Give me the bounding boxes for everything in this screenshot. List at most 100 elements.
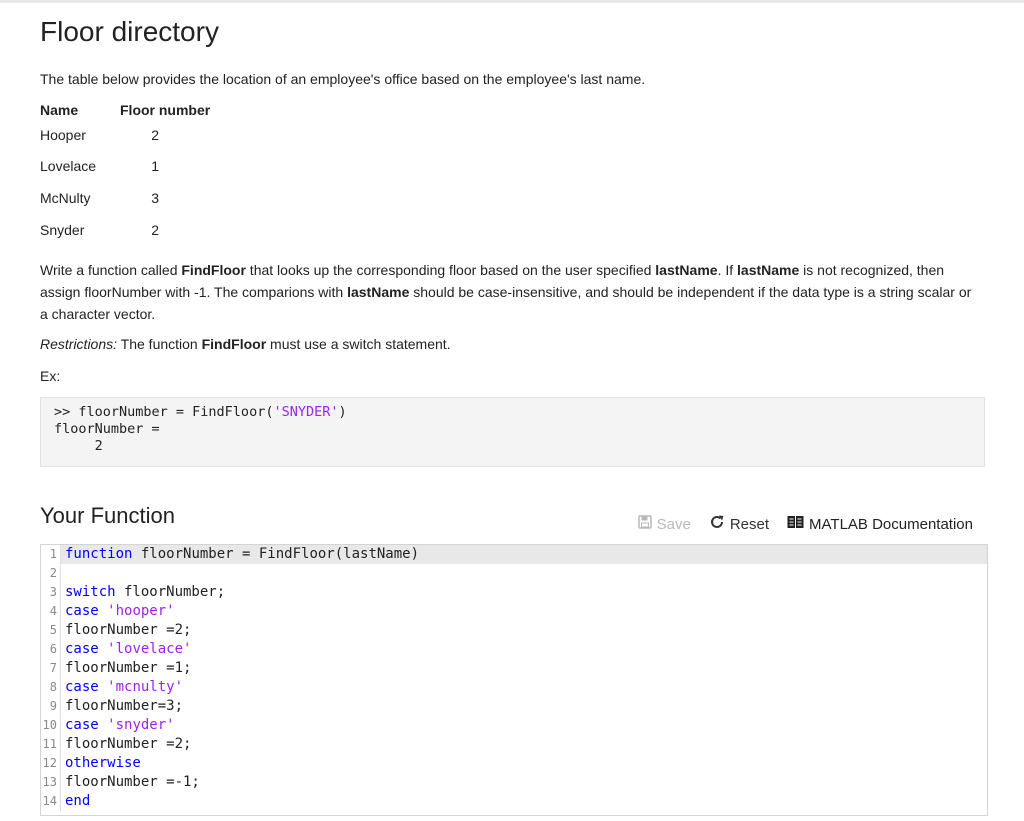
line-number: 12	[41, 754, 61, 773]
task-description: Write a function called FindFloor that l…	[40, 259, 975, 325]
floor-directory-table: Name Floor number Hooper 2 Lovelace 1 Mc…	[40, 101, 210, 245]
code-plain	[99, 717, 107, 733]
save-icon	[637, 515, 657, 533]
cell-name: Hooper	[40, 126, 86, 143]
line-number: 6	[41, 640, 61, 659]
code-plain: floorNumber=3;	[65, 698, 184, 714]
code-keyword: switch	[65, 584, 116, 600]
desc-bold: lastName	[347, 284, 410, 300]
line-number: 9	[41, 697, 61, 716]
reset-icon	[709, 514, 730, 534]
code-string: 'lovelace'	[107, 641, 192, 657]
code-text[interactable]: floorNumber =2;	[61, 735, 191, 754]
reset-button[interactable]: Reset	[709, 514, 769, 534]
example-output-value: 2	[54, 438, 103, 454]
example-code: >> floorNumber = FindFloor(	[54, 404, 274, 420]
documentation-icon	[787, 515, 809, 533]
code-plain: floorNumber =2;	[65, 736, 192, 752]
line-number: 3	[41, 583, 61, 602]
code-keyword: case	[65, 603, 99, 619]
code-plain	[99, 603, 107, 619]
code-text[interactable]: end	[61, 792, 90, 811]
problem-content: Floor directory The table below provides…	[40, 14, 988, 816]
desc-bold: lastName	[655, 262, 718, 278]
line-number: 10	[41, 716, 61, 735]
example-label: Ex:	[40, 368, 61, 384]
line-number: 5	[41, 621, 61, 640]
code-text[interactable]: otherwise	[61, 754, 141, 773]
cell-floor: 1	[151, 158, 160, 175]
code-string: 'mcnulty'	[107, 679, 184, 695]
column-header-name: Name	[40, 102, 79, 118]
matlab-documentation-link[interactable]: MATLAB Documentation	[787, 515, 973, 533]
your-function-title: Your Function	[40, 503, 175, 528]
code-text[interactable]: case 'mcnulty'	[61, 678, 183, 697]
code-text[interactable]: switch floorNumber;	[61, 583, 225, 602]
table-row: Lovelace 1	[40, 151, 210, 183]
code-text[interactable]	[61, 564, 65, 583]
code-text[interactable]: case 'snyder'	[61, 716, 175, 735]
desc-text: is not recognized, then assign floorNumb…	[40, 262, 945, 300]
line-number: 8	[41, 678, 61, 697]
save-button[interactable]: Save	[637, 515, 691, 533]
code-text[interactable]: case 'lovelace'	[61, 640, 191, 659]
restrictions-text: Restrictions: The function FindFloor mus…	[40, 335, 451, 353]
restrictions-text-part: The function	[117, 336, 202, 352]
code-plain: floorNumber =-1;	[65, 774, 200, 790]
cell-floor: 2	[151, 126, 160, 143]
editor-line[interactable]: 2	[41, 564, 987, 583]
restrictions-bold: FindFloor	[201, 336, 267, 352]
restrictions-label: Restrictions:	[40, 336, 118, 352]
top-divider	[0, 0, 1024, 3]
editor-toolbar: Save Reset MATLAB Documentation	[620, 514, 973, 534]
line-number: 14	[41, 792, 61, 811]
code-keyword: case	[65, 641, 99, 657]
code-text[interactable]: floorNumber =2;	[61, 621, 191, 640]
desc-bold: FindFloor	[181, 262, 246, 278]
table-row: Hooper 2	[40, 119, 210, 151]
example-code-block: >> floorNumber = FindFloor('SNYDER') flo…	[40, 397, 985, 467]
cell-name: Snyder	[40, 221, 85, 238]
cell-name: McNulty	[40, 189, 91, 206]
code-string: 'snyder'	[107, 717, 175, 733]
cell-floor: 2	[151, 221, 160, 238]
example-code: )	[338, 404, 347, 420]
code-plain	[99, 679, 107, 695]
table-row: Snyder 2	[40, 214, 210, 246]
column-header-floor: Floor number	[120, 102, 211, 118]
intro-text: The table below provides the location of…	[40, 71, 646, 87]
code-text[interactable]: floorNumber=3;	[61, 697, 183, 716]
line-number: 1	[41, 545, 61, 564]
code-plain: floorNumber =2;	[65, 622, 192, 638]
line-number: 11	[41, 735, 61, 754]
code-keyword: case	[65, 717, 99, 733]
code-text[interactable]: floorNumber =1;	[61, 659, 191, 678]
code-text[interactable]: case 'hooper'	[61, 602, 175, 621]
code-plain: floorNumber =1;	[65, 660, 192, 676]
desc-bold: lastName	[737, 262, 800, 278]
save-label: Save	[656, 515, 691, 533]
restrictions-text-part: must use a switch statement.	[266, 336, 451, 352]
desc-text: . If	[717, 262, 738, 278]
code-keyword: otherwise	[65, 755, 141, 771]
code-text[interactable]: floorNumber =-1;	[61, 773, 200, 792]
desc-text: Write a function called	[40, 262, 182, 278]
table-header-row: Name Floor number	[40, 101, 210, 119]
code-text[interactable]: function floorNumber = FindFloor(lastNam…	[61, 545, 987, 564]
reset-label: Reset	[729, 515, 770, 533]
code-plain	[99, 641, 107, 657]
